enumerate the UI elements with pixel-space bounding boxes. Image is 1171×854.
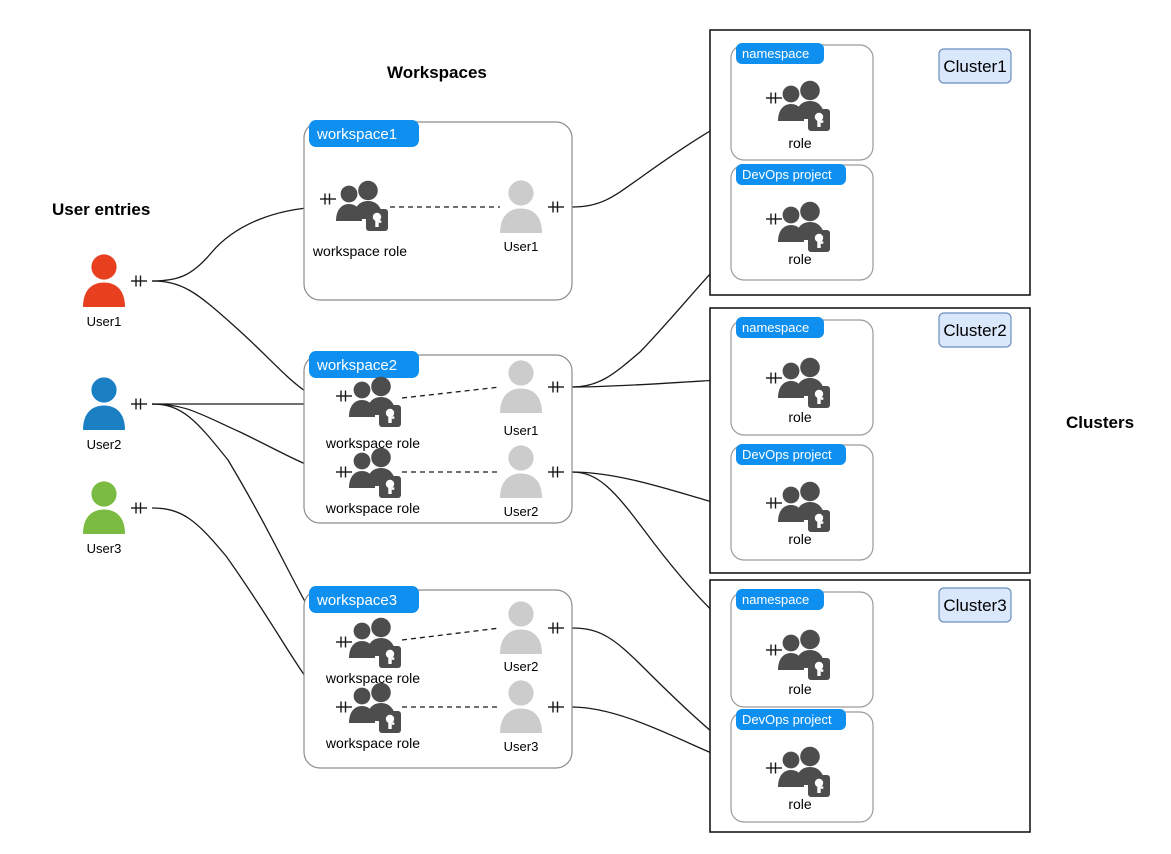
cluster-chip-label: Cluster2 — [943, 321, 1006, 340]
role-label: role — [788, 409, 812, 425]
role-label: workspace role — [325, 500, 420, 516]
user-entry-user1[interactable]: User1 — [83, 254, 148, 329]
workspace-box-1[interactable]: workspace1 workspace role User1 — [303, 120, 573, 301]
item-badge-label: DevOps project — [742, 447, 832, 462]
item-badge — [736, 444, 846, 465]
item-badge — [736, 709, 846, 730]
workspace-badge — [309, 120, 419, 147]
user-label: User3 — [504, 739, 539, 754]
cluster-item-namespace[interactable]: namespace role — [730, 43, 874, 161]
connector-end-icon — [130, 501, 148, 515]
user-label: User1 — [504, 423, 539, 438]
role-user-dashed-link — [401, 627, 501, 641]
cluster-item-devops-project[interactable]: DevOps project role — [730, 709, 874, 823]
role-label: workspace role — [325, 670, 420, 686]
cluster-chip — [938, 587, 1012, 623]
item-badge-label: namespace — [742, 46, 809, 61]
role-label: workspace role — [325, 735, 420, 751]
cluster-chip — [938, 48, 1012, 84]
workspaces-title: Workspaces — [387, 63, 487, 82]
role-label: role — [788, 796, 812, 812]
item-badge — [736, 43, 824, 64]
workspace-badge — [309, 351, 419, 378]
role-user-dashed-link — [401, 386, 501, 399]
cluster-chip — [938, 312, 1012, 348]
cluster-box-3[interactable]: Cluster3 namespace role DevOps project — [709, 579, 1031, 833]
item-badge — [736, 164, 846, 185]
user-entry-label: User3 — [87, 541, 122, 556]
person-icon — [83, 481, 125, 534]
workspace-badge-label: workspace2 — [316, 357, 397, 374]
workspace-role-row[interactable]: workspace role User1 — [312, 180, 565, 259]
cluster-item-namespace[interactable]: namespace role — [730, 317, 874, 436]
user-entries-title: User entries — [52, 200, 150, 219]
user-label: User2 — [504, 504, 539, 519]
user-label: User2 — [504, 659, 539, 674]
item-badge-label: DevOps project — [742, 712, 832, 727]
person-icon — [83, 377, 125, 430]
person-icon — [83, 254, 125, 307]
cluster-chip-label: Cluster1 — [943, 57, 1006, 76]
user-label: User1 — [504, 239, 539, 254]
cluster-item-devops-project[interactable]: DevOps project role — [730, 164, 874, 281]
workspace-role-row[interactable]: workspace role User2 — [325, 445, 565, 519]
user-entry-label: User2 — [87, 437, 122, 452]
role-label: role — [788, 135, 812, 151]
user-entry-user2[interactable]: User2 — [83, 377, 148, 452]
item-badge-label: DevOps project — [742, 167, 832, 182]
role-label: workspace role — [312, 243, 407, 259]
user-entry-label: User1 — [87, 314, 122, 329]
workspace-box-3[interactable]: workspace3 workspace role User2 — [303, 586, 573, 769]
cluster-box-2[interactable]: Cluster2 namespace role DevOps project — [709, 307, 1031, 574]
role-label: workspace role — [325, 435, 420, 451]
cluster-item-devops-project[interactable]: DevOps project role — [730, 444, 874, 561]
workspace-box-2[interactable]: workspace2 workspace role User1 — [303, 351, 573, 524]
item-badge-label: namespace — [742, 320, 809, 335]
item-badge — [736, 317, 824, 338]
item-badge — [736, 589, 824, 610]
link-user1-ws1 — [151, 206, 321, 282]
workspace-role-row[interactable]: workspace role User3 — [325, 680, 565, 754]
connector-end-icon — [130, 274, 148, 288]
cluster-chip-label: Cluster3 — [943, 596, 1006, 615]
connector-end-icon — [130, 397, 148, 411]
cluster-item-namespace[interactable]: namespace role — [730, 589, 874, 708]
clusters-title: Clusters — [1066, 413, 1134, 432]
role-label: role — [788, 531, 812, 547]
item-badge-label: namespace — [742, 592, 809, 607]
workspace-badge-label: workspace3 — [316, 592, 397, 609]
workspace-role-row[interactable]: workspace role User1 — [325, 360, 565, 451]
workspace-role-row[interactable]: workspace role User2 — [325, 601, 565, 686]
role-label: role — [788, 681, 812, 697]
workspace-badge-label: workspace1 — [316, 126, 397, 143]
role-label: role — [788, 251, 812, 267]
workspace-badge — [309, 586, 419, 613]
user-entry-user3[interactable]: User3 — [83, 481, 148, 556]
cluster-box-1[interactable]: Cluster1 namespace role DevOps project — [709, 29, 1031, 296]
